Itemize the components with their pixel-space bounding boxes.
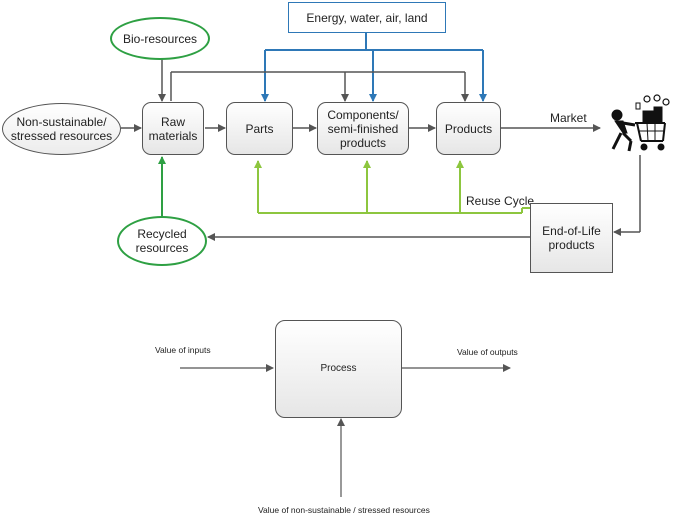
energy-box-label: Energy, water, air, land bbox=[306, 10, 428, 25]
bio-resources-label: Bio-resources bbox=[122, 31, 198, 46]
components-label: Components/ semi-finished products bbox=[327, 107, 399, 150]
parts-node: Parts bbox=[226, 102, 293, 155]
energy-arrows bbox=[261, 33, 487, 102]
non-sustainable-node: Non-sustainable/ stressed resources bbox=[2, 103, 121, 155]
end-of-life-label: End-of-Life products bbox=[542, 224, 601, 252]
raw-materials-node: Raw materials bbox=[142, 102, 204, 155]
process-arrows bbox=[180, 364, 511, 497]
value-outputs-label: Value of outputs bbox=[457, 347, 518, 357]
energy-box: Energy, water, air, land bbox=[288, 2, 446, 33]
recycled-resources-node: Recycled resources bbox=[117, 216, 207, 266]
products-node: Products bbox=[436, 102, 501, 155]
components-node: Components/ semi-finished products bbox=[317, 102, 409, 155]
process-node: Process bbox=[275, 320, 402, 418]
reuse-cycle-label: Reuse Cycle bbox=[466, 194, 535, 208]
reuse-cycle-arrows bbox=[254, 160, 530, 214]
raw-materials-label: Raw materials bbox=[148, 114, 198, 143]
market-label: Market bbox=[550, 111, 587, 125]
value-nonsustainable-label: Value of non-sustainable / stressed reso… bbox=[258, 505, 430, 515]
shopping-cart-icon bbox=[611, 94, 670, 152]
process-label: Process bbox=[320, 363, 357, 374]
bio-resources-node: Bio-resources bbox=[110, 17, 210, 60]
products-label: Products bbox=[444, 121, 493, 136]
end-of-life-node: End-of-Life products bbox=[530, 203, 613, 273]
non-sustainable-label: Non-sustainable/ stressed resources bbox=[10, 115, 113, 143]
parts-label: Parts bbox=[245, 121, 274, 136]
value-inputs-label: Value of inputs bbox=[155, 345, 211, 355]
recycled-resources-label: Recycled resources bbox=[135, 227, 189, 255]
material-flow-arrows bbox=[121, 58, 641, 241]
